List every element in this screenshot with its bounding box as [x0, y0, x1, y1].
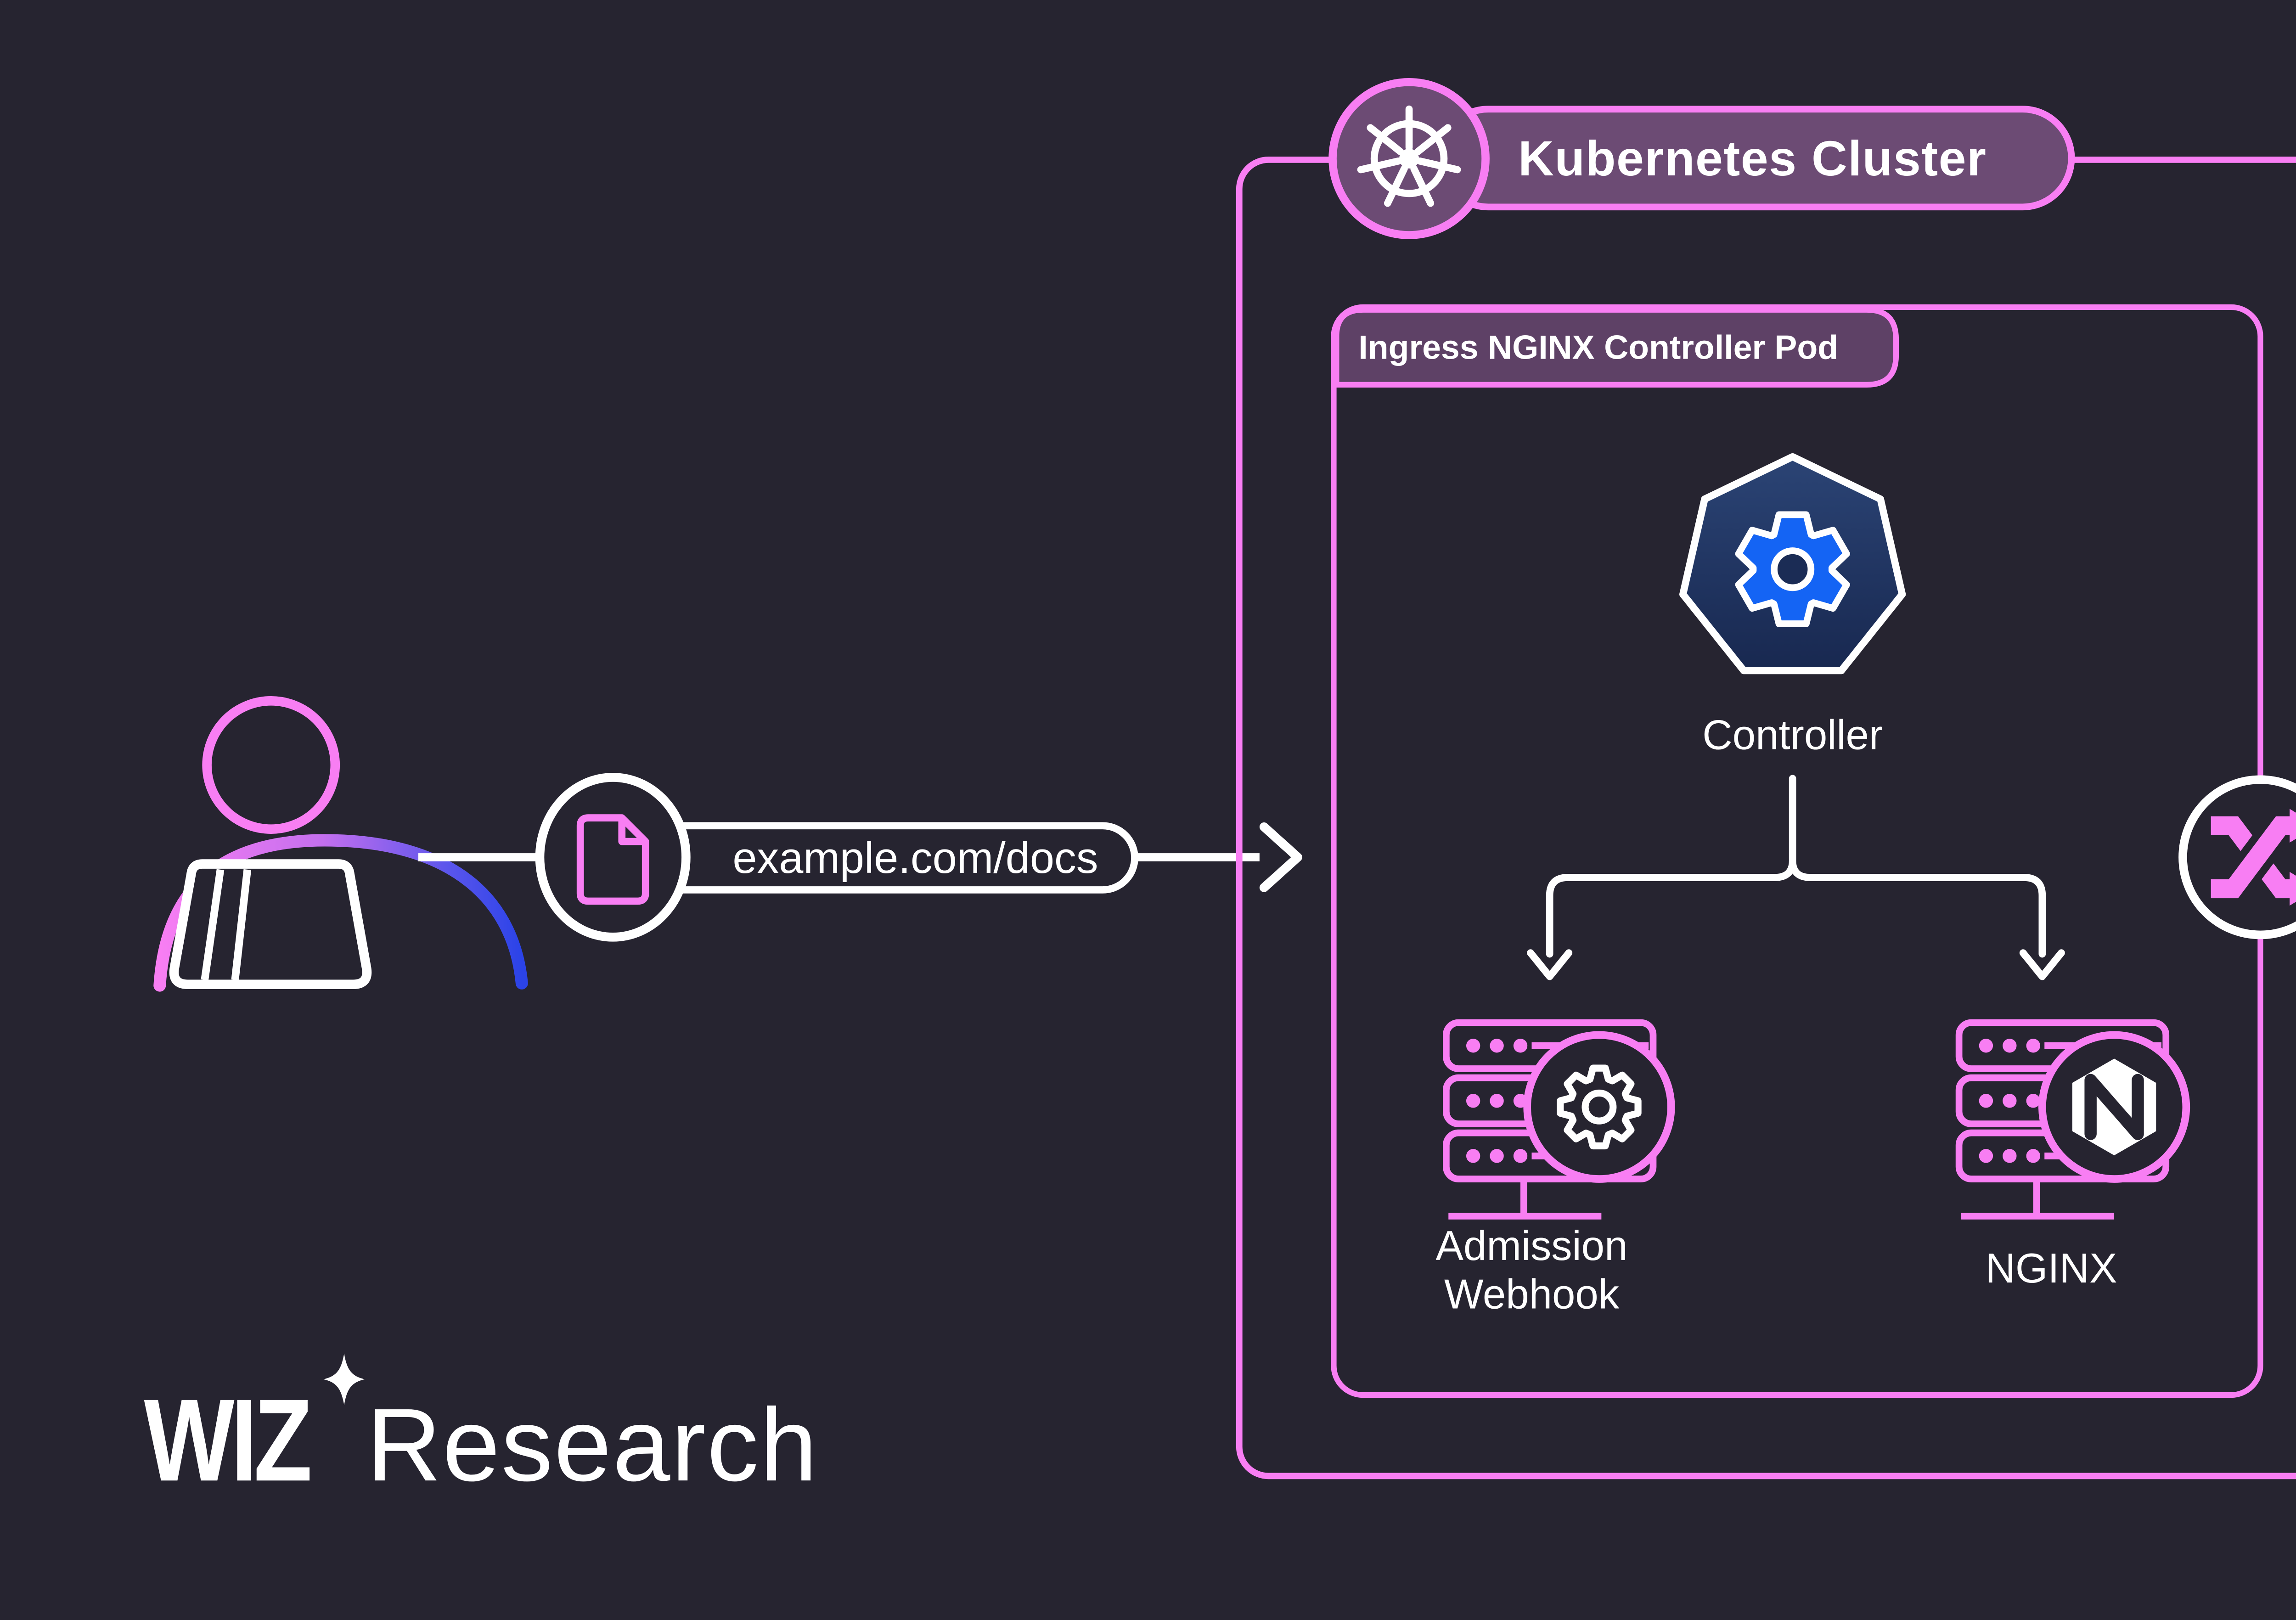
wiz-wordmark: WIZ [144, 1375, 310, 1506]
research-wordmark: Research [366, 1387, 818, 1502]
ingress-pod-title: Ingress NGINX Controller Pod [1358, 328, 1838, 366]
nginx-node: NGINX [1955, 1019, 2190, 1292]
controller-label: Controller [1702, 712, 1883, 759]
admission-label-line1: Admission [1436, 1223, 1628, 1269]
laptop-icon [169, 859, 372, 990]
router-node [2178, 775, 2296, 939]
arrow-to-nginx-icon [2019, 949, 2065, 980]
cluster-box [1236, 157, 2296, 1479]
kubernetes-wheel-icon [1357, 105, 1461, 207]
ingress-pod-tab: Ingress NGINX Controller Pod [1334, 307, 1899, 388]
admission-label-line2: Webhook [1444, 1271, 1620, 1317]
document-icon [576, 814, 649, 905]
admission-badge-circle [1523, 1031, 1675, 1183]
cluster-title: Kubernetes Cluster [1518, 130, 1986, 186]
arrow-to-admission-icon [1527, 949, 1573, 980]
laptop-lid-stripes [201, 869, 252, 981]
request-doc-circle [535, 773, 691, 942]
controller-node: Controller [1679, 453, 1906, 759]
nginx-label: NGINX [1985, 1245, 2117, 1292]
shuffle-icon [2211, 809, 2296, 906]
sparkle-icon [323, 1353, 365, 1406]
server-rack-dots [1979, 1039, 2040, 1163]
controller-branch-line [1546, 857, 2046, 958]
admission-webhook-node: Admission Webhook [1436, 1019, 1675, 1317]
user-icon [153, 696, 528, 992]
request-flow: example.com/docs [418, 773, 1302, 942]
controller-connectors [1527, 775, 2065, 980]
user-head [202, 696, 340, 834]
cluster-badge: Kubernetes Cluster [1328, 78, 2075, 239]
webhook-gear-icon [1557, 1064, 1642, 1150]
wiz-research-logo: WIZ Research [144, 1353, 818, 1506]
nginx-n-glyph [2084, 1074, 2144, 1140]
arrow-into-cluster-icon [1259, 822, 1302, 892]
request-url-label: example.com/docs [732, 834, 1098, 883]
controller-gear-hub [1771, 547, 1815, 591]
webhook-gear-hub [1581, 1089, 1617, 1125]
